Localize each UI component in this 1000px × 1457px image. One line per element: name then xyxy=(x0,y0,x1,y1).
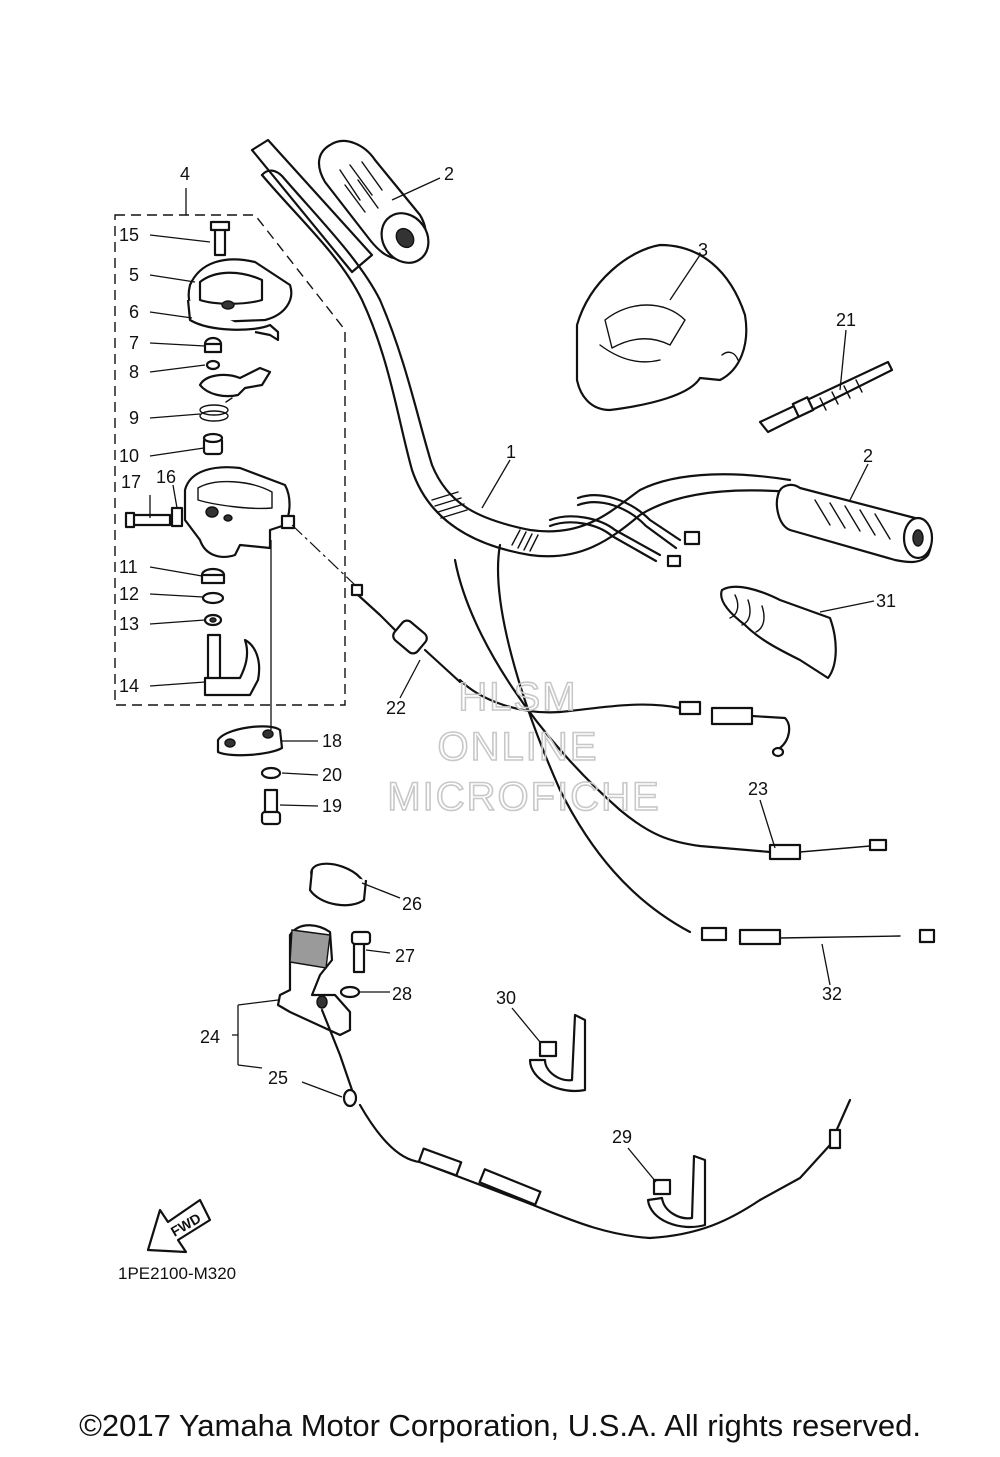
switch-assembly-box xyxy=(114,214,346,706)
callout-23: 23 xyxy=(748,779,768,799)
handlebar-knurl-right xyxy=(511,529,539,552)
callout-25: 25 xyxy=(268,1068,288,1088)
lever-8 xyxy=(198,359,272,398)
callout-15: 15 xyxy=(119,225,139,245)
callout-18: 18 xyxy=(322,731,342,751)
fwd-arrow: FWD xyxy=(146,1198,212,1254)
callout-29: 29 xyxy=(612,1127,632,1147)
boot-31 xyxy=(720,585,837,680)
throttle-lever-14 xyxy=(203,633,261,697)
bolt-19 xyxy=(260,788,282,826)
grip-left xyxy=(317,139,430,264)
callout-2-right: 2 xyxy=(863,446,873,466)
callout-numbers: 1 2 2 3 4 5 6 7 8 9 10 11 12 13 14 15 16… xyxy=(119,164,896,1147)
callout-10: 10 xyxy=(119,446,139,466)
cap-26 xyxy=(308,862,368,907)
callout-27: 27 xyxy=(395,946,415,966)
callout-8: 8 xyxy=(129,362,139,382)
watermark-line-2: ONLINE xyxy=(438,725,599,769)
callout-2-left: 2 xyxy=(444,164,454,184)
callout-3: 3 xyxy=(698,240,708,260)
callout-32: 32 xyxy=(822,984,842,1004)
cable-loop xyxy=(458,678,791,758)
callout-21: 21 xyxy=(836,310,856,330)
leader-lines xyxy=(149,177,875,1183)
washer-20 xyxy=(260,766,282,780)
screw-15 xyxy=(209,220,231,257)
callout-24: 24 xyxy=(200,1027,220,1047)
callout-17: 17 xyxy=(121,472,141,492)
handlebar xyxy=(250,138,792,558)
washer-28 xyxy=(339,985,361,999)
copyright-notice: ©2017 Yamaha Motor Corporation, U.S.A. A… xyxy=(79,1408,921,1443)
right-handlebar-cables xyxy=(548,494,701,568)
callout-28: 28 xyxy=(392,984,412,1004)
callout-16: 16 xyxy=(156,467,176,487)
watermark: HLSM ONLINE MICROFICHE xyxy=(387,674,660,820)
nut-7 xyxy=(203,336,223,354)
cable-25 xyxy=(320,1008,852,1240)
watermark-line-1: HLSM xyxy=(458,675,577,719)
washer-13 xyxy=(203,613,223,627)
callout-22: 22 xyxy=(386,698,406,718)
throttle-cable-22 xyxy=(291,524,462,684)
callout-14: 14 xyxy=(119,676,139,696)
spring-9 xyxy=(199,397,233,422)
bushing-11 xyxy=(200,567,226,585)
switch-housing-lower xyxy=(183,466,296,558)
screw-27 xyxy=(350,930,372,974)
switch-housing-upper xyxy=(186,258,293,342)
clamp-29 xyxy=(646,1154,707,1229)
callout-6: 6 xyxy=(129,302,139,322)
handlebar-knurl-left xyxy=(431,491,468,519)
grip-right xyxy=(775,483,934,564)
callout-4: 4 xyxy=(180,164,190,184)
callout-7: 7 xyxy=(129,333,139,353)
callout-5: 5 xyxy=(129,265,139,285)
handlebar-cover xyxy=(575,243,748,412)
callout-30: 30 xyxy=(496,988,516,1008)
callout-19: 19 xyxy=(322,796,342,816)
bracket-18 xyxy=(216,725,284,757)
callout-31: 31 xyxy=(876,591,896,611)
callout-11: 11 xyxy=(119,557,138,577)
callout-9: 9 xyxy=(129,408,139,428)
knob-assembly-24 xyxy=(276,924,352,1037)
nut-16 xyxy=(170,506,184,528)
cable-tie xyxy=(758,360,894,434)
cable-23 xyxy=(453,558,888,861)
callout-13: 13 xyxy=(119,614,139,634)
callout-20: 20 xyxy=(322,765,342,785)
collar-10 xyxy=(202,432,224,456)
washer-12 xyxy=(201,591,225,605)
callout-26: 26 xyxy=(402,894,422,914)
part-code: 1PE2100-M320 xyxy=(118,1264,237,1283)
callout-12: 12 xyxy=(119,584,139,604)
callout-1: 1 xyxy=(506,442,516,462)
clamp-30 xyxy=(528,1013,587,1093)
watermark-line-3: MICROFICHE xyxy=(387,775,660,819)
cable-32 xyxy=(496,543,936,946)
screw-17 xyxy=(124,511,172,529)
